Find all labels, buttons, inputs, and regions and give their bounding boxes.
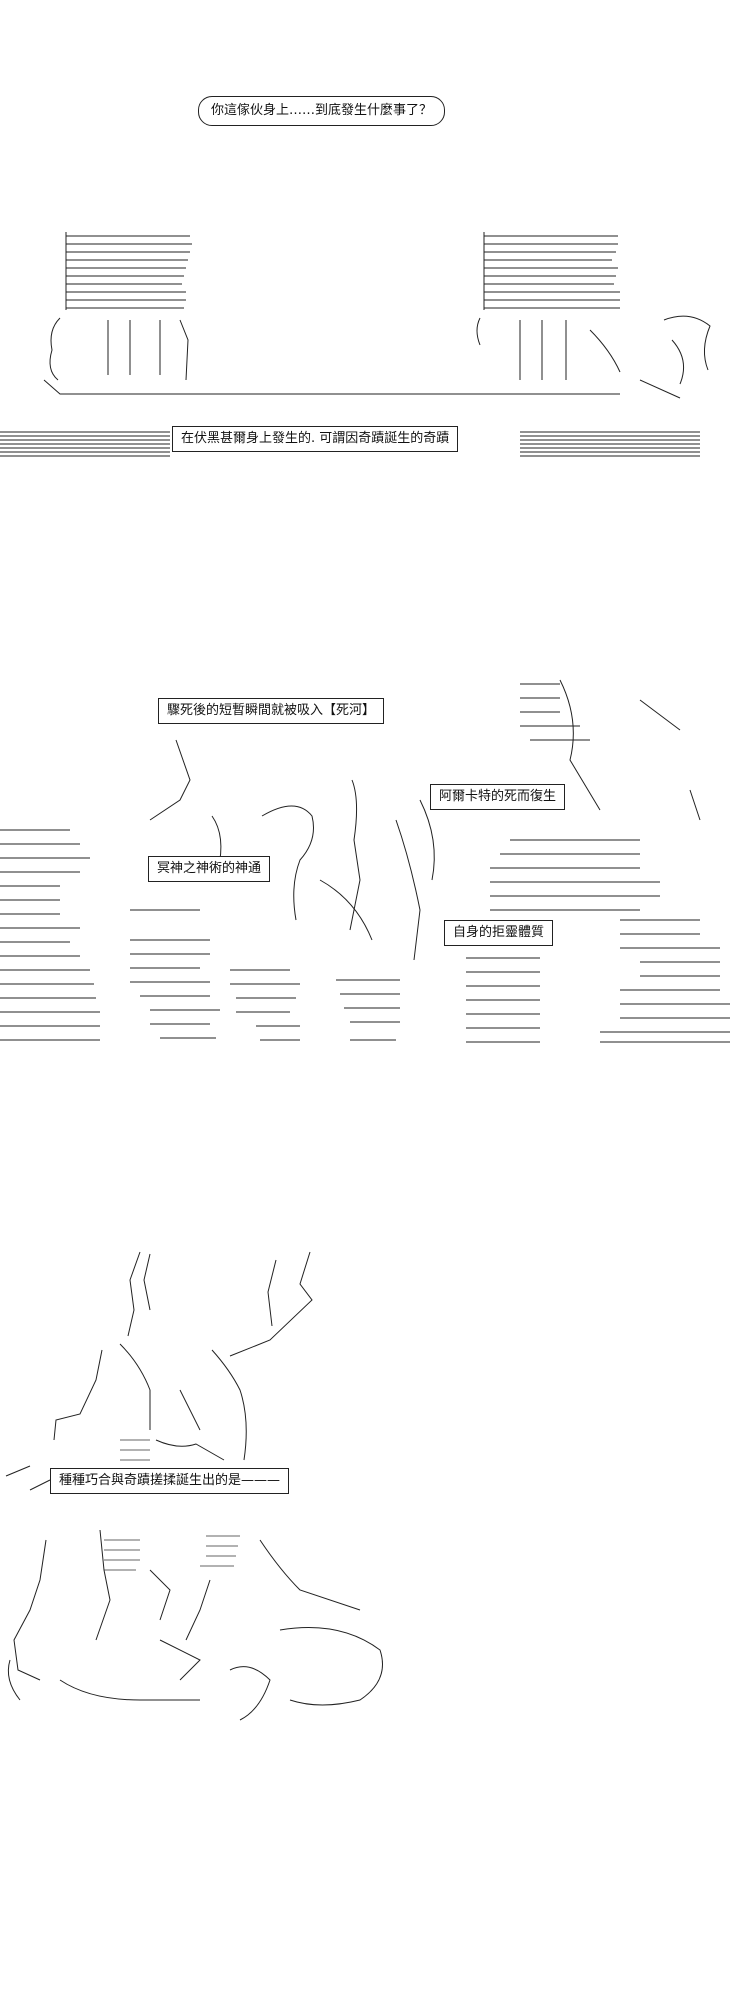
lower-figure — [7, 1529, 383, 1721]
center-figures — [230, 779, 435, 1041]
panel-3-artwork — [5, 1251, 383, 1721]
left-crowd — [0, 829, 100, 1041]
center-left-crowd — [130, 739, 222, 1039]
speech-bubble-what-happened: 你這傢伙身上……到底發生什麼事了？ — [198, 96, 446, 126]
panel-3: 種種巧合與奇蹟搓揉誕生出的是——— — [0, 1240, 755, 1740]
caption-sucked-into-death-river: 驟死後的短暫瞬間就被吸入【死河】 — [158, 698, 385, 724]
caption-arcate-resurrection: 阿爾卡特的死而復生 — [430, 784, 566, 810]
right-crowd — [460, 679, 730, 1043]
speed-lines — [0, 431, 700, 457]
caption-underworld-god-art: 冥神之神術的神通 — [148, 856, 271, 882]
panel-2: 驟死後的短暫瞬間就被吸入【死河】 阿爾卡特的死而復生 冥神之神術的神通 自身的拒… — [0, 640, 755, 1100]
left-figure — [43, 232, 192, 395]
caption-miracle-of-miracles: 在伏黑甚爾身上發生的. 可謂因奇蹟誕生的奇蹟 — [172, 426, 459, 452]
caption-spirit-rejection-body: 自身的拒靈體質 — [444, 920, 554, 946]
panel-1: 你這傢伙身上……到底發生什麼事了？ 在伏黑甚爾身上發生的. 可謂因奇蹟誕生的奇蹟 — [0, 0, 755, 480]
panel-2-artwork — [0, 679, 730, 1043]
right-figure — [476, 232, 711, 399]
caption-coincidence-and-miracles: 種種巧合與奇蹟搓揉誕生出的是——— — [50, 1468, 290, 1494]
hand-figure — [5, 1251, 313, 1491]
panel-1-artwork — [0, 232, 711, 457]
